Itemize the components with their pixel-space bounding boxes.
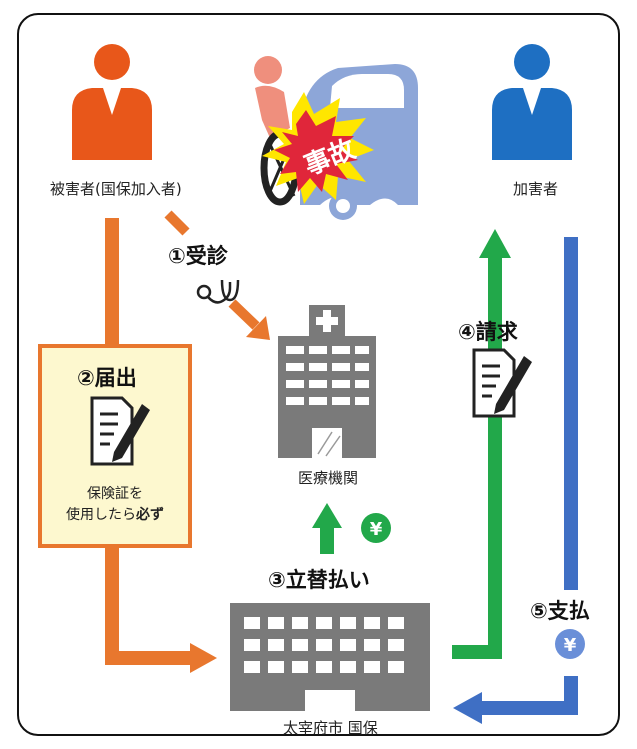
consult-arrow-lower: [228, 299, 260, 330]
hospital-label: 医療機関: [298, 469, 359, 487]
report-flow-arrowhead: [190, 643, 217, 673]
notice-line2-normal: 使用したら: [66, 507, 136, 523]
accident-icon: 事故: [254, 56, 418, 220]
city-label: 太宰府市 国保: [283, 719, 378, 737]
city-hall-icon: [230, 603, 430, 711]
document-icon: [90, 396, 150, 466]
yen-coin-icon: ¥: [555, 629, 585, 659]
svg-text:¥: ¥: [370, 519, 383, 540]
yen-coin-icon: ¥: [361, 513, 391, 543]
notice-line2: 使用したら必ず: [40, 505, 190, 526]
consult-arrowhead: [246, 316, 270, 340]
payment-flow-arrowhead: [453, 692, 482, 724]
advance-pay-arrow: [320, 527, 334, 554]
step2-label: ②届出: [77, 366, 137, 390]
notice-line1: 保険証を: [87, 486, 143, 502]
payment-flow-arrow-lower: [480, 676, 578, 715]
stethoscope-icon: [196, 279, 240, 304]
notice-text: 保険証を 使用したら必ず: [40, 484, 190, 526]
consult-arrow: [164, 210, 190, 236]
victim-label: 被害者(国保加入者): [50, 180, 182, 198]
hospital-icon: [278, 305, 376, 458]
claim-flow-arrowhead: [479, 229, 511, 258]
document-icon: [472, 348, 532, 418]
step5-label: ⑤支払: [530, 599, 590, 623]
step3-label: ③立替払い: [268, 568, 370, 592]
notice-line2-bold: 必ず: [136, 507, 164, 523]
advance-pay-arrowhead: [312, 503, 342, 528]
step1-label: ①受診: [168, 244, 228, 268]
perpetrator-label: 加害者: [513, 180, 559, 198]
step4-label: ④請求: [458, 320, 518, 344]
svg-text:¥: ¥: [564, 635, 577, 656]
